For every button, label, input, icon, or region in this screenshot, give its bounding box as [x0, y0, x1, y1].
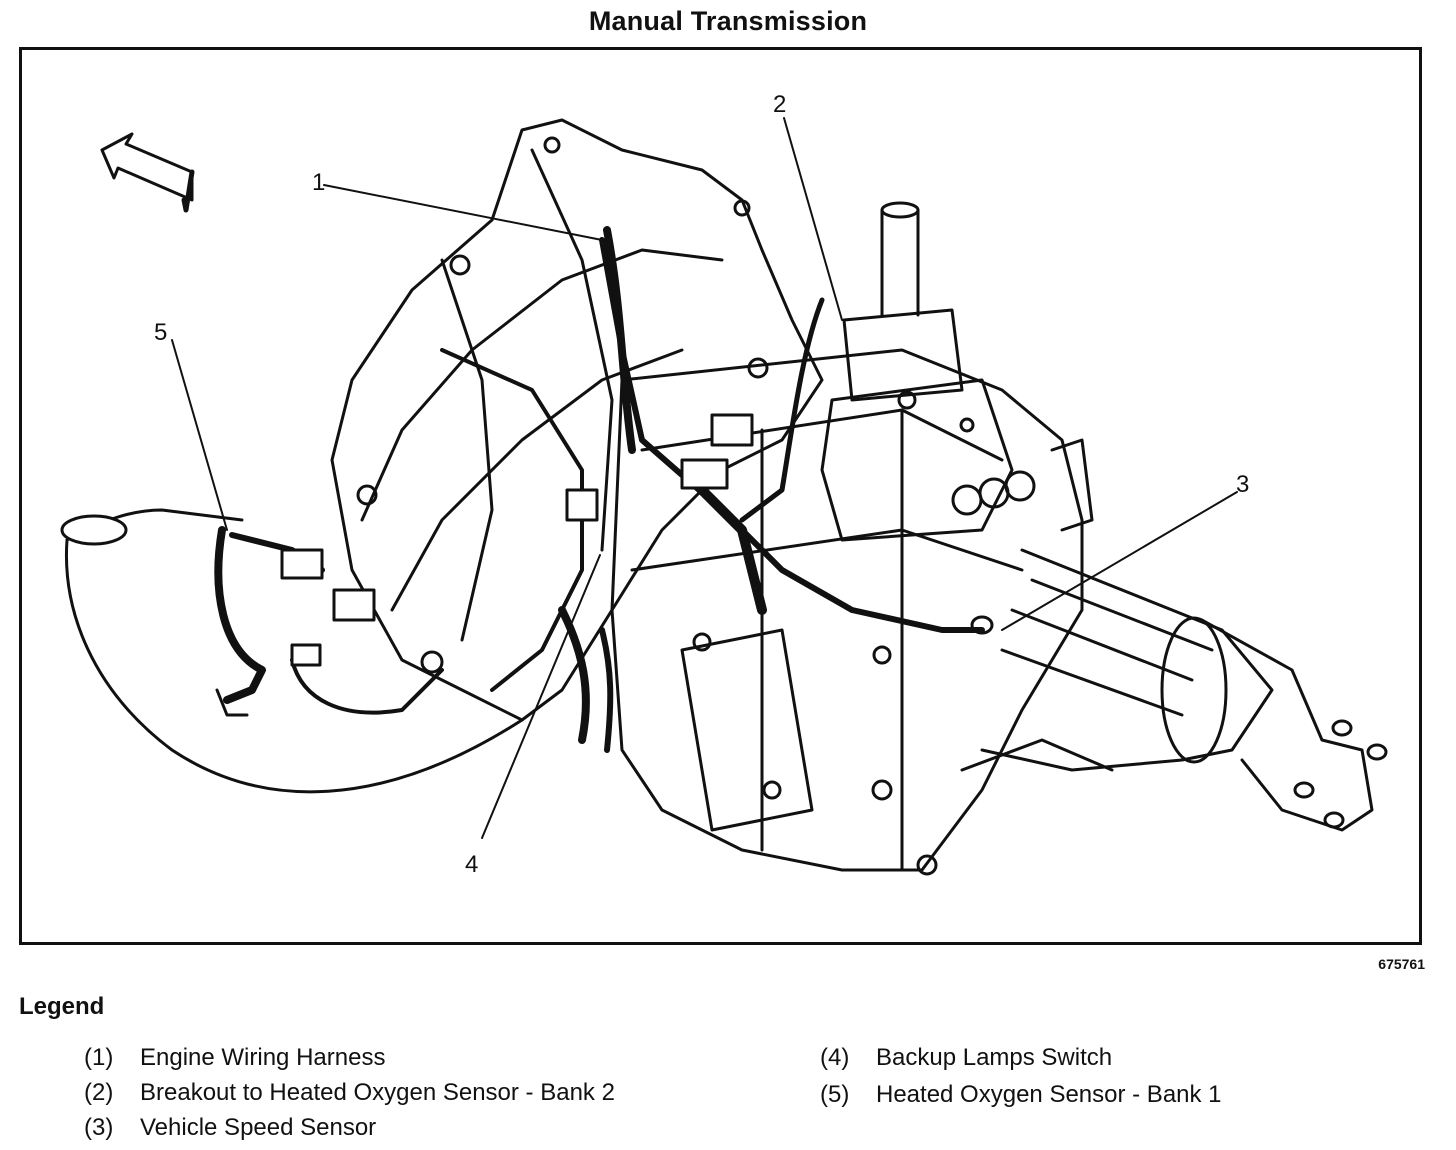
- front-direction-arrow-icon: [100, 132, 195, 213]
- figure-id: 675761: [1378, 956, 1425, 972]
- legend-item-number: (5): [820, 1081, 850, 1108]
- transmission-illustration: 1 2 3 4 5: [60, 91, 1388, 878]
- callout-leader-lines: [171, 117, 1238, 839]
- legend-item-text: Heated Oxygen Sensor - Bank 1: [876, 1081, 1222, 1108]
- exhaust-pipe: [60, 508, 524, 794]
- legend-item-text: Vehicle Speed Sensor: [140, 1114, 377, 1141]
- legend-item-text: Engine Wiring Harness: [140, 1044, 386, 1071]
- wiring-harness: [440, 226, 985, 753]
- legend-item-number: (2): [84, 1079, 114, 1106]
- tail-housing: [960, 548, 1388, 832]
- legend-item-number: (3): [84, 1114, 114, 1141]
- legend-item-text: Breakout to Heated Oxygen Sensor - Bank …: [140, 1079, 615, 1106]
- legend-item-number: (4): [820, 1044, 850, 1071]
- diagram-title: Manual Transmission: [588, 6, 868, 36]
- legend-item: (1) Engine Wiring Harness: [84, 1044, 385, 1072]
- side-ports: [951, 438, 1094, 532]
- transmission-case: [610, 348, 1084, 876]
- callout-2: 2: [773, 91, 786, 118]
- shifter-tower: [820, 201, 1014, 542]
- callout-4: 4: [465, 851, 478, 878]
- legend-item: (5) Heated Oxygen Sensor - Bank 1: [820, 1081, 1222, 1109]
- heated-oxygen-sensor-bank1: [214, 526, 444, 717]
- diagram-frame: 1 2 3 4 5: [19, 47, 1422, 945]
- callout-1: 1: [312, 169, 325, 196]
- legend-item: (4) Backup Lamps Switch: [820, 1044, 1112, 1072]
- legend-heading: Legend: [19, 993, 105, 1020]
- legend-item: (3) Vehicle Speed Sensor: [84, 1114, 376, 1142]
- callout-5: 5: [154, 319, 167, 346]
- legend-item-text: Backup Lamps Switch: [876, 1044, 1113, 1071]
- legend-item: (2) Breakout to Heated Oxygen Sensor - Ba…: [84, 1079, 615, 1107]
- callout-3: 3: [1236, 471, 1249, 498]
- legend-item-number: (1): [84, 1044, 114, 1071]
